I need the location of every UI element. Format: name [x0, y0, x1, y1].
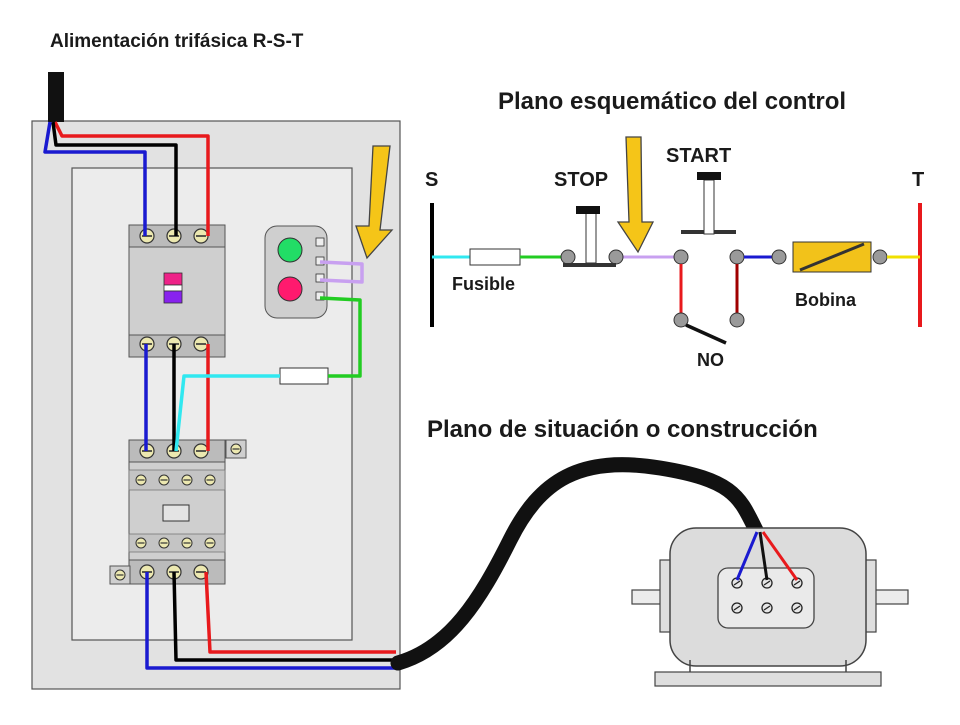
fuse-label: Fusible	[452, 274, 516, 294]
stop-button[interactable]	[277, 276, 303, 302]
down-arrow-icon	[616, 136, 655, 254]
phase-s-label: S	[425, 169, 439, 191]
control-schematic	[430, 172, 922, 345]
wire-r	[53, 121, 210, 236]
phase-t-label: T	[912, 169, 925, 191]
wire-s	[51, 121, 178, 236]
start-label: START	[666, 145, 732, 167]
start-button[interactable]	[277, 237, 303, 263]
wire-t	[43, 121, 147, 236]
wire-fuse	[174, 374, 280, 452]
control-title: Plano esquemático del control	[498, 88, 847, 115]
circuit-breaker	[128, 224, 226, 358]
motor-cable	[390, 457, 768, 671]
breaker-lever-top[interactable]	[163, 272, 183, 286]
panel-fuse	[279, 367, 329, 385]
contactor	[109, 439, 247, 585]
down-arrow-icon	[355, 145, 394, 260]
panel-wiring	[43, 121, 396, 670]
no-contact-label: NO	[697, 350, 724, 370]
supply-title: Alimentación trifásica R-S-T	[50, 31, 304, 52]
stop-label: STOP	[554, 169, 609, 191]
situation-title: Plano de situación o construcción	[427, 416, 818, 443]
pushbutton-station	[264, 225, 328, 319]
fuse-symbol	[469, 248, 521, 266]
coil-label: Bobina	[795, 290, 856, 310]
breaker-lever-bottom[interactable]	[163, 290, 183, 304]
motor	[631, 527, 909, 687]
no-contact	[685, 323, 727, 345]
wire-lilac	[319, 260, 364, 284]
wire-green	[319, 296, 362, 378]
supply-cable	[48, 72, 64, 122]
